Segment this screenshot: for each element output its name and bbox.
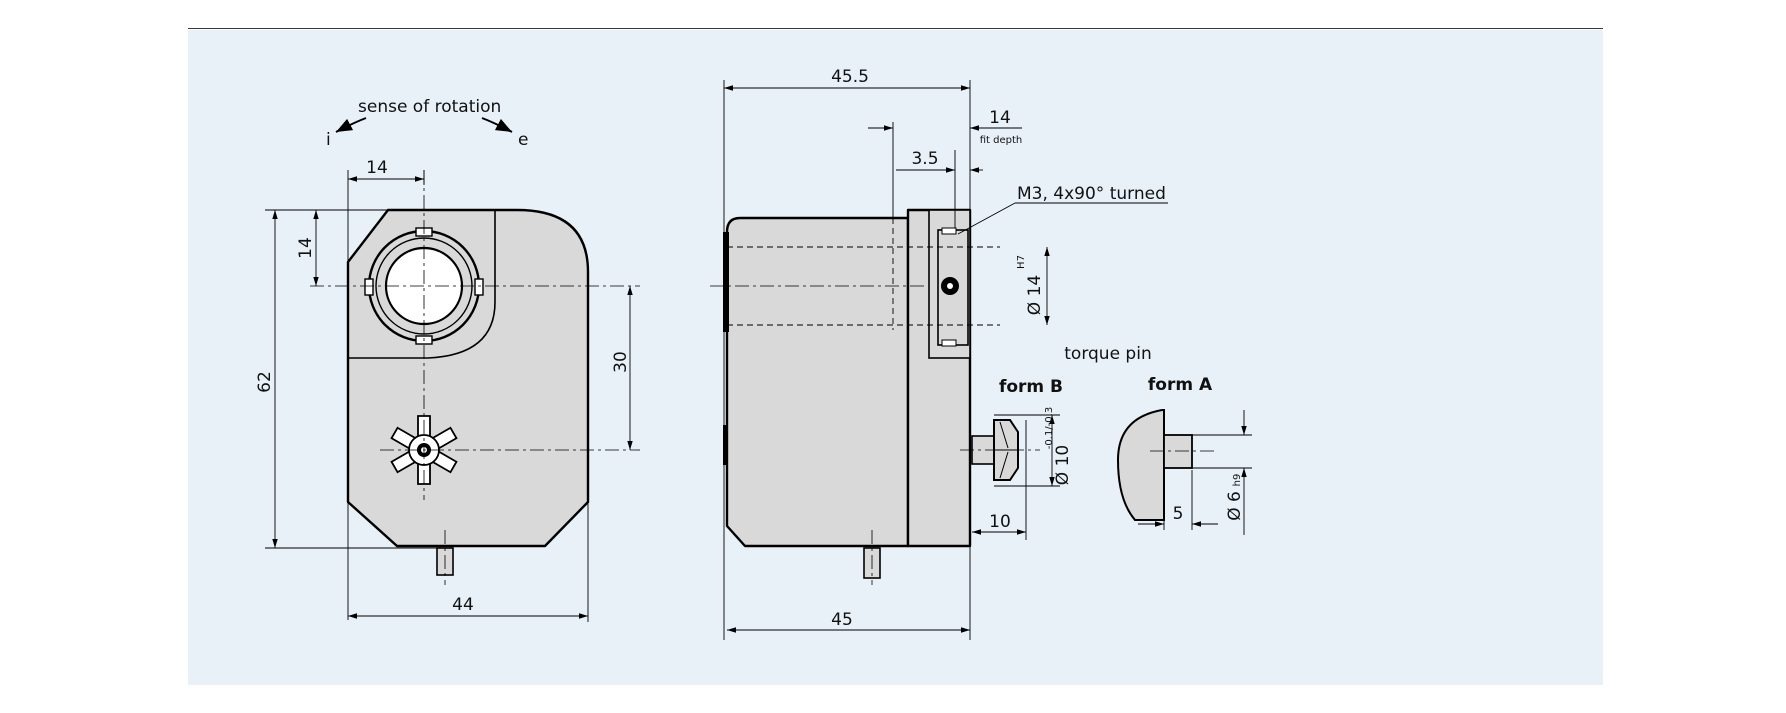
side-view bbox=[710, 80, 1252, 640]
rotation-e-label: e bbox=[518, 130, 528, 150]
sense-of-rotation-label: sense of rotation bbox=[358, 97, 501, 117]
side-housing bbox=[725, 216, 910, 548]
rotation-arrow-e bbox=[481, 117, 513, 133]
thread-note-label: M3, 4x90° turned bbox=[1017, 184, 1166, 204]
dim-side-length-bottom: 45 bbox=[831, 610, 853, 630]
dim-side-total-length: 45.5 bbox=[831, 67, 869, 87]
dim-side-fit-depth: 14 bbox=[989, 108, 1011, 128]
side-ridge-top bbox=[723, 232, 729, 332]
dim-side-flange: 3.5 bbox=[911, 149, 938, 169]
dim-side-bore: Ø 14 bbox=[1025, 275, 1045, 315]
dim-form-b-length: 10 bbox=[989, 512, 1011, 532]
torque-pin-form-a bbox=[1116, 409, 1215, 521]
front-view bbox=[265, 117, 640, 622]
dim-form-a-length: 5 bbox=[1173, 504, 1184, 524]
dim-form-a-tol: h9 bbox=[1232, 474, 1243, 487]
dim-form-b-diameter: Ø 10 bbox=[1053, 445, 1073, 485]
side-ridge-bottom bbox=[723, 425, 728, 465]
star-gear-icon bbox=[390, 415, 458, 485]
dim-front-left-height: 14 bbox=[296, 237, 316, 259]
dim-front-height-total: 62 bbox=[255, 371, 275, 393]
fit-depth-label: fit depth bbox=[980, 135, 1023, 146]
form-a-label: form A bbox=[1148, 375, 1213, 395]
top-rule bbox=[188, 28, 1603, 29]
rotation-arrow-i bbox=[335, 117, 367, 133]
torque-pin-form-b bbox=[960, 419, 1040, 481]
front-upper-cover bbox=[348, 210, 496, 359]
dim-front-top-width: 14 bbox=[366, 158, 388, 178]
dim-side-bore-tol: H7 bbox=[1016, 255, 1027, 269]
dim-front-width: 44 bbox=[452, 595, 474, 615]
dim-form-b-tol: -0.1/-0.3 bbox=[1044, 407, 1055, 449]
dim-front-pin-offset: 30 bbox=[611, 351, 631, 373]
form-b-label: form B bbox=[999, 377, 1063, 397]
rotation-i-label: i bbox=[326, 130, 331, 150]
torque-pin-label: torque pin bbox=[1064, 344, 1151, 364]
dim-form-a-diameter: Ø 6 bbox=[1225, 491, 1245, 521]
